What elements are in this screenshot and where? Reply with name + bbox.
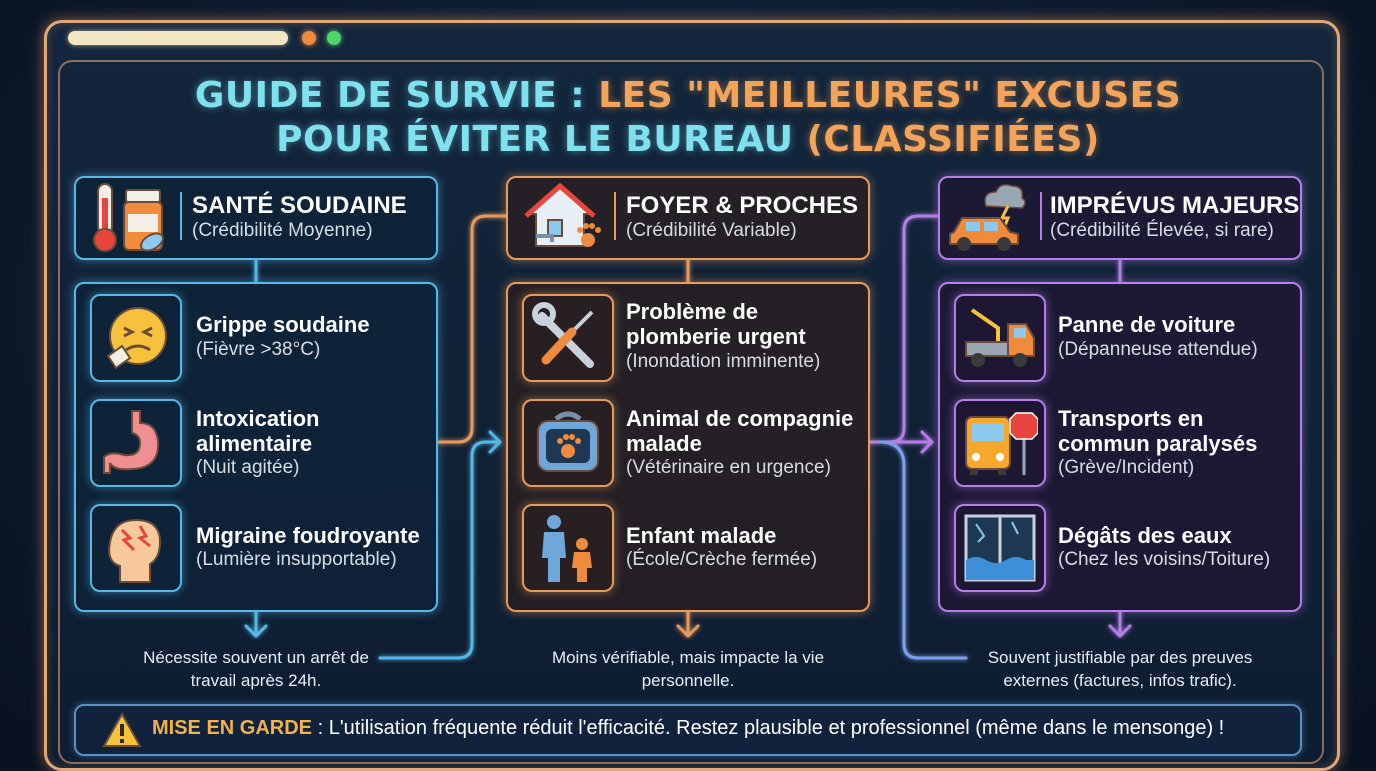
- window-dot-green[interactable]: [327, 31, 341, 45]
- item-detail: (Nuit agitée): [196, 457, 300, 478]
- caption-home: Moins vérifiable, mais impacte la vie pe…: [551, 648, 825, 690]
- page-title: GUIDE DE SURVIE : LES "MEILLEURES" EXCUS…: [0, 74, 1376, 162]
- titlebar-pill: [68, 31, 288, 45]
- title-line2-part1: POUR ÉVITER LE BUREAU: [276, 119, 807, 160]
- header-home-title: FOYER & PROCHES: [626, 192, 859, 219]
- link-home-to-major-caption: [878, 440, 968, 660]
- link-health-to-home-header: [436, 214, 508, 444]
- header-home-subtitle: (Crédibilité Variable): [626, 220, 797, 241]
- header-major-subtitle: (Crédibilité Élevée, si rare): [1050, 220, 1274, 241]
- item-detail: (Lumière insupportable): [196, 549, 397, 570]
- item-detail: (Dépanneuse attendue): [1058, 339, 1258, 360]
- item-detail: (Chez les voisins/Toiture): [1058, 549, 1271, 570]
- purple-down-arrow: [1108, 610, 1132, 638]
- parent-child-icon: [542, 515, 592, 582]
- inner-frame: [58, 60, 1324, 764]
- header-health-title: SANTÉ SOUDAINE: [192, 192, 407, 219]
- item-detail: (École/Crèche fermée): [626, 549, 818, 570]
- item-title: Panne de voiture: [1058, 312, 1236, 337]
- header-major-title: IMPRÉVUS MAJEURS: [1050, 192, 1300, 219]
- item-detail: (Inondation imminente): [626, 351, 821, 372]
- thermometer-pills-icon: [93, 183, 164, 252]
- item-detail: (Fièvre >38°C): [196, 339, 321, 360]
- header-health-separator: [180, 192, 182, 240]
- caption-major: Souvent justifiable par des preuves exte…: [987, 648, 1253, 690]
- blue-down-arrow: [244, 610, 268, 638]
- title-line1-part2: LES "MEILLEURES" EXCUSES: [598, 75, 1182, 116]
- warning-triangle-icon: [102, 712, 142, 747]
- warning-label: MISE EN GARDE: [152, 717, 313, 739]
- item-title: Animal de compagnie malade: [626, 406, 854, 456]
- item-title: Grippe soudaine: [196, 312, 370, 337]
- item-title: Dégâts des eaux: [1058, 523, 1232, 548]
- caption-health: Nécessite souvent un arrêt de travail ap…: [143, 648, 369, 690]
- window-dot-orange[interactable]: [302, 31, 316, 45]
- wrench-screwdriver-icon: [532, 302, 594, 368]
- flooded-window-icon: [964, 514, 1036, 582]
- house-pet-icon: [524, 182, 601, 247]
- orange-down-arrow: [676, 610, 700, 638]
- item-icon-frame: [522, 504, 614, 592]
- title-line2-part2: (CLASSIFIÉES): [806, 119, 1100, 160]
- link-health-caption-to-home: [378, 430, 502, 660]
- header-health-subtitle: (Crédibilité Moyenne): [192, 220, 373, 241]
- sick-face-icon: [106, 307, 167, 370]
- warning-body: : L'utilisation fréquente réduit l'effic…: [312, 717, 1225, 739]
- car-storm-icon: [949, 184, 1026, 251]
- stomach-icon: [103, 410, 160, 474]
- warning-text: MISE EN GARDE : L'utilisation fréquente …: [152, 717, 1224, 740]
- tow-truck-icon: [965, 308, 1035, 367]
- bus-stop-icon: [965, 412, 1038, 475]
- item-title: Intoxication alimentaire: [196, 406, 320, 456]
- item-title: Migraine foudroyante: [196, 523, 420, 548]
- headache-icon: [108, 518, 162, 583]
- item-title: Transports en commun paralysés: [1058, 406, 1258, 456]
- item-title: Problème de plomberie urgent: [626, 299, 806, 349]
- item-title: Enfant malade: [626, 523, 777, 548]
- warning-banner: [74, 704, 1302, 756]
- header-home-separator: [614, 192, 616, 240]
- pet-carrier-icon: [537, 411, 599, 472]
- link-home-to-major-header: [868, 214, 940, 444]
- header-major-separator: [1040, 192, 1042, 240]
- item-detail: (Grève/Incident): [1058, 457, 1195, 478]
- item-detail: (Vétérinaire en urgence): [626, 457, 831, 478]
- title-line1-part1: GUIDE DE SURVIE :: [194, 75, 599, 116]
